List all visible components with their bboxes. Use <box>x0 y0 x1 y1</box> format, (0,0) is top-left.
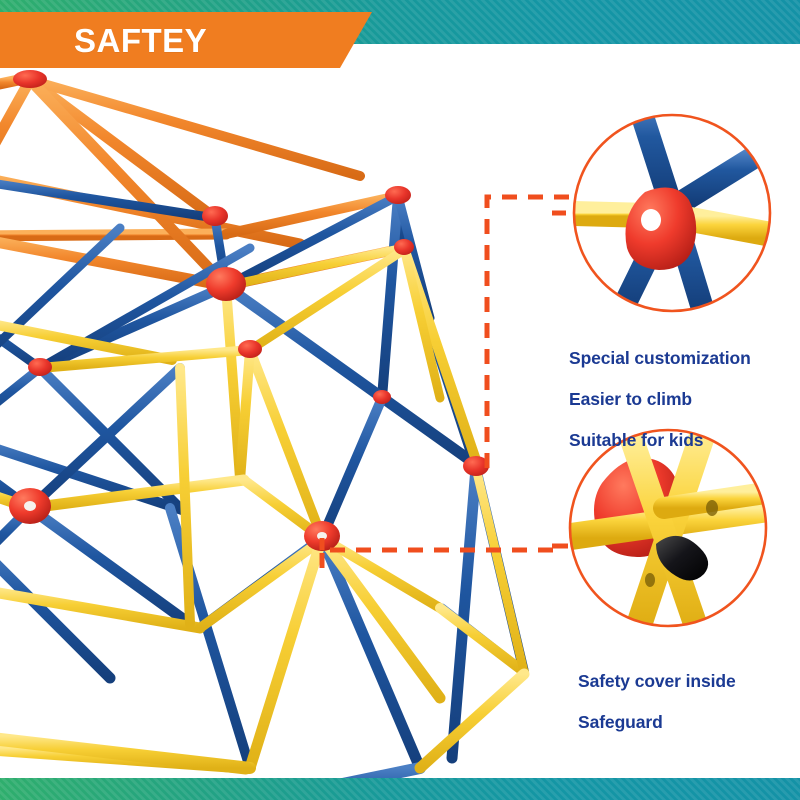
product-photo <box>0 68 800 778</box>
section-banner: SAFTEY <box>0 12 372 68</box>
caption-line: Special customization <box>569 348 751 369</box>
callout-hub-connector-detail <box>572 113 772 313</box>
callout-caption-safety-cover: Safety cover inside Safeguard <box>578 651 736 753</box>
caption-line: Suitable for kids <box>569 430 704 451</box>
callout-caption-hub-connector: Special customization Easier to climb Su… <box>569 328 751 471</box>
dome-hub-connectors <box>9 70 489 551</box>
caption-line: Safeguard <box>578 712 663 733</box>
caption-line: Safety cover inside <box>578 671 736 692</box>
dome-bars <box>0 72 530 778</box>
page-title: SAFTEY <box>74 21 208 59</box>
bottom-decorative-band <box>0 778 800 800</box>
connector-to-hub-detail <box>484 194 596 468</box>
connector-to-safety-cover-detail <box>319 538 560 568</box>
callout-safety-cover-detail <box>568 428 768 628</box>
caption-line: Easier to climb <box>569 389 692 410</box>
